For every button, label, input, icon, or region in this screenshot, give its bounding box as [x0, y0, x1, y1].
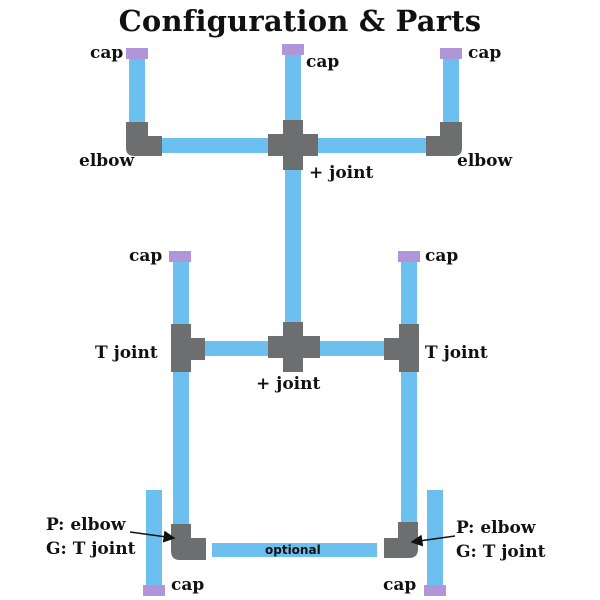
label-plus-joint-top: + joint — [309, 163, 373, 183]
label-cap-top-center: cap — [306, 52, 339, 72]
cap-mid-left — [169, 251, 191, 262]
cap-mid-right — [398, 251, 420, 262]
pipe-mid-right-upper — [401, 259, 417, 325]
pipe-optional — [212, 543, 377, 557]
cross-joint-top — [268, 120, 318, 170]
pipe-top-right-vertical — [443, 56, 459, 128]
elbow-bottom-left — [171, 524, 206, 560]
label-cap-mid-left: cap — [129, 246, 162, 266]
t-joint-mid-right — [384, 324, 419, 372]
cap-bottom-left — [143, 585, 165, 596]
label-elbow-left: elbow — [79, 151, 134, 171]
label-optional: optional — [265, 543, 321, 557]
label-elbow-right: elbow — [457, 151, 512, 171]
labels: cap cap cap elbow + joint elbow cap cap … — [46, 43, 546, 595]
label-cap-bottom-right: cap — [383, 575, 416, 595]
label-cap-top-right: cap — [468, 43, 501, 63]
elbow-top-right — [426, 122, 462, 156]
cap-top-right — [440, 48, 462, 59]
pipe-mid-left-upper — [173, 259, 189, 327]
label-plus-joint-mid: + joint — [256, 374, 320, 394]
pipe-mid-left-horizontal — [204, 341, 270, 356]
pipe-center-spine — [285, 166, 301, 324]
arrow-left-annotation — [129, 530, 176, 543]
pipes — [129, 52, 459, 586]
label-g-t-joint-left: G: T joint — [46, 539, 136, 559]
elbow-top-left — [126, 122, 162, 156]
pipe-top-center-vertical — [285, 52, 301, 124]
label-g-t-joint-right: G: T joint — [456, 542, 546, 562]
arrow-right-annotation — [410, 534, 456, 547]
fittings — [126, 120, 462, 560]
pipe-bottom-right-outer — [427, 490, 443, 586]
pipe-bottom-left-outer — [146, 490, 162, 586]
pipe-mid-right-horizontal — [320, 341, 384, 356]
cross-joint-mid — [268, 322, 320, 372]
t-joint-mid-left — [171, 324, 205, 372]
pipe-left-leg — [173, 370, 189, 526]
label-t-joint-right: T joint — [425, 343, 488, 363]
cap-top-left — [126, 48, 148, 59]
pipe-right-leg — [401, 368, 417, 524]
pipe-top-left-vertical — [129, 56, 145, 128]
cap-bottom-right — [424, 585, 446, 596]
label-t-joint-left: T joint — [95, 343, 158, 363]
caps — [126, 44, 462, 596]
label-cap-top-left: cap — [90, 43, 123, 63]
pipe-top-left-horizontal — [160, 138, 270, 153]
pipe-top-right-horizontal — [318, 138, 428, 153]
cap-top-center — [282, 44, 304, 55]
diagram-title: Configuration & Parts — [118, 4, 482, 38]
label-p-elbow-right: P: elbow — [456, 518, 536, 538]
label-p-elbow-left: P: elbow — [46, 515, 126, 535]
elbow-bottom-right — [384, 522, 418, 558]
label-cap-bottom-left: cap — [171, 575, 204, 595]
label-cap-mid-right: cap — [425, 246, 458, 266]
